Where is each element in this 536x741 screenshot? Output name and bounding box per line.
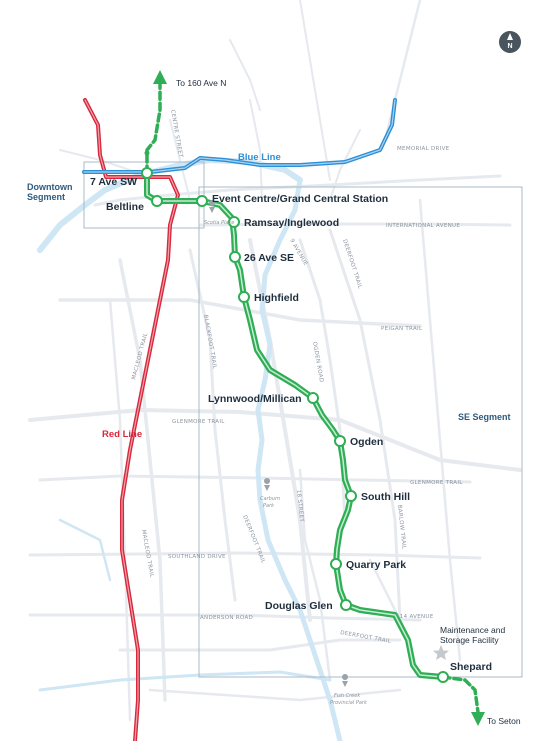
station-marker-lynnwood-millican[interactable]	[307, 392, 319, 404]
station-labels: 7 Ave SW Beltline Event Centre/Grand Cen…	[90, 176, 492, 673]
compass-label: N	[507, 43, 512, 50]
station-label-event-centre[interactable]: Event Centre/Grand Central Station	[212, 193, 388, 205]
street-label-southland: SOUTHLAND DRIVE	[168, 554, 226, 560]
green-line-south-extension	[441, 675, 480, 714]
road-network	[28, 0, 522, 722]
blue-line	[82, 98, 397, 174]
downtown-segment-label-2: Segment	[27, 192, 65, 202]
compass: N	[499, 31, 521, 53]
station-label-highfield[interactable]: Highfield	[254, 292, 299, 304]
park-label-scotia-place: Scotia Place	[204, 220, 234, 226]
north-arrow-icon	[499, 31, 521, 53]
street-label-peigan: PEIGAN TRAIL	[381, 326, 423, 332]
green-line-north-extension	[145, 83, 162, 175]
station-marker-douglas-glen[interactable]	[340, 599, 352, 611]
street-label-deerfoot-south: DEERFOOT TRAIL	[340, 630, 392, 645]
station-label-7-ave-sw[interactable]: 7 Ave SW	[90, 176, 137, 188]
fish-creek-pin-icon	[342, 673, 349, 687]
station-marker-ogden[interactable]	[334, 435, 346, 447]
park-label-carburn-1: Carburn	[260, 496, 280, 502]
street-label-deerfoot-north: DEERFOOT TRAIL	[341, 239, 363, 290]
station-marker-ramsay-inglewood[interactable]	[228, 216, 240, 228]
station-label-lynnwood-millican[interactable]: Lynnwood/Millican	[208, 393, 302, 405]
downtown-segment-label-1: Downtown	[27, 182, 73, 192]
street-label-glenmore-west: GLENMORE TRAIL	[172, 419, 225, 425]
street-label-114-avenue: 114 AVENUE	[396, 614, 434, 620]
street-label-international: INTERNATIONAL AVENUE	[386, 223, 460, 229]
south-arrow-head	[471, 712, 485, 726]
se-segment-box	[198, 186, 523, 678]
carburn-park-pin-icon	[264, 478, 271, 491]
scotia-place-pin-icon	[209, 200, 216, 213]
park-labels: Scotia Place Carburn Park Fish Creek Pro…	[204, 220, 368, 706]
north-terminus-label: To 160 Ave N	[176, 78, 226, 88]
station-label-south-hill[interactable]: South Hill	[361, 491, 410, 503]
park-label-carburn-2: Park	[263, 503, 275, 509]
station-label-quarry-park[interactable]: Quarry Park	[346, 559, 406, 571]
street-label-centre: CENTRE STREET	[169, 109, 183, 158]
station-marker-south-hill[interactable]	[345, 490, 357, 502]
north-extension-node	[144, 150, 150, 156]
street-label-18-street: 18 STREET	[295, 490, 304, 523]
station-label-shepard[interactable]: Shepard	[450, 661, 492, 673]
station-marker-26-ave-se[interactable]	[229, 251, 241, 263]
station-marker-7-ave-sw[interactable]	[141, 167, 153, 179]
station-marker-quarry-park[interactable]	[330, 558, 342, 570]
station-label-beltline[interactable]: Beltline	[106, 201, 144, 213]
station-marker-shepard[interactable]	[437, 671, 449, 683]
street-label-memorial: MEMORIAL DRIVE	[397, 146, 450, 152]
north-arrow-head	[153, 70, 167, 84]
station-label-ramsay-inglewood[interactable]: Ramsay/Inglewood	[244, 217, 339, 229]
station-label-26-ave-se[interactable]: 26 Ave SE	[244, 252, 294, 264]
blue-line-label: Blue Line	[238, 152, 281, 163]
maintenance-facility-star-icon	[433, 645, 449, 660]
park-label-fish-creek-2: Provincial Park	[330, 700, 368, 706]
street-label-anderson: ANDERSON ROAD	[200, 615, 253, 621]
street-label-glenmore-east: GLENMORE TRAIL	[410, 480, 463, 486]
red-line	[83, 98, 180, 741]
station-marker-event-centre[interactable]	[196, 195, 208, 207]
facility-label-2: Storage Facility	[440, 635, 499, 645]
station-markers	[141, 167, 449, 683]
downtown-segment-box	[83, 161, 205, 229]
park-label-fish-creek-1: Fish Creek	[334, 693, 361, 699]
station-label-douglas-glen[interactable]: Douglas Glen	[265, 600, 333, 612]
station-marker-beltline[interactable]	[151, 195, 163, 207]
street-label-ogden-road: OGDEN ROAD	[311, 341, 324, 383]
south-terminus-label: To Seton	[487, 716, 521, 726]
facility-label-1: Maintenance and	[440, 625, 505, 635]
station-label-ogden[interactable]: Ogden	[350, 436, 383, 448]
street-label-barlow: BARLOW TRAIL	[396, 505, 407, 551]
station-marker-highfield[interactable]	[238, 291, 250, 303]
park-markers	[209, 200, 349, 687]
red-line-label: Red Line	[102, 429, 142, 440]
se-segment-label: SE Segment	[458, 412, 511, 422]
